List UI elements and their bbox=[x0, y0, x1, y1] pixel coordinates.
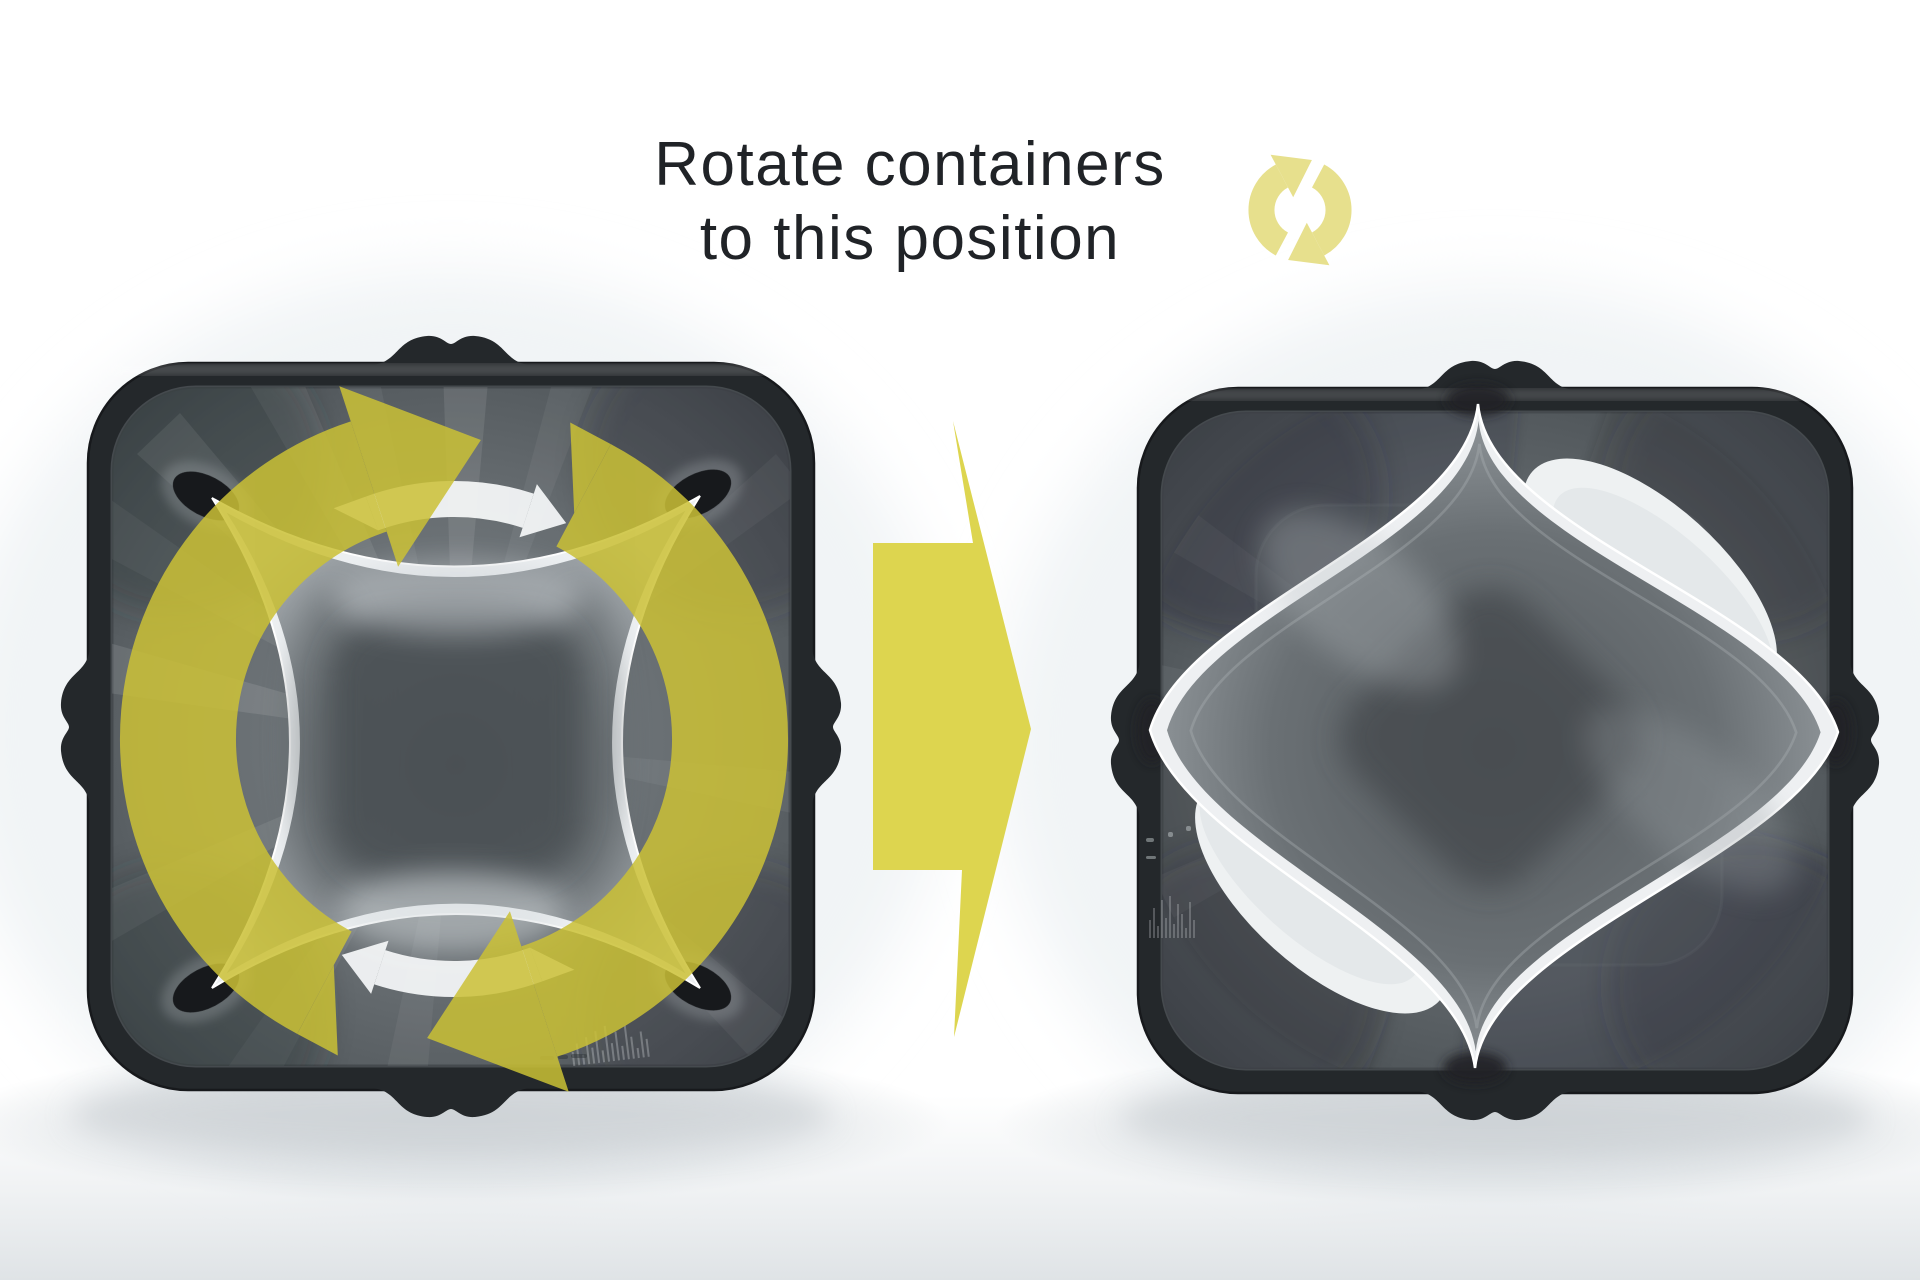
container-before bbox=[60, 335, 842, 1118]
page-title-line1: Rotate containers bbox=[654, 130, 1166, 199]
rotate-cycle-arc-right bbox=[1311, 164, 1352, 256]
rim-highlight bbox=[110, 366, 790, 373]
rotate-cycle-arc-left bbox=[1248, 164, 1289, 256]
left-contact-shadow bbox=[71, 1073, 831, 1157]
rotation-overlay-head-top bbox=[339, 386, 481, 567]
rotate-cycle-head-top bbox=[1270, 154, 1312, 198]
rotation-overlay-icon bbox=[119, 386, 789, 1092]
transform-arrow-icon bbox=[873, 421, 1031, 1037]
rotation-overlay-arc-right bbox=[520, 444, 789, 1057]
embossed-dots-right bbox=[1146, 826, 1191, 859]
right-contact-shadow bbox=[1120, 1076, 1870, 1160]
page-title: Rotate containers to this position bbox=[505, 128, 1315, 276]
insert-funnel-shading bbox=[288, 560, 624, 952]
rotate-cycle-head-bottom bbox=[1288, 222, 1330, 266]
rotate-cycle-icon bbox=[1248, 154, 1352, 266]
rotation-overlay-tail-top bbox=[570, 422, 611, 513]
rotation-overlay-arc-left bbox=[119, 421, 388, 1034]
rotation-overlay-head-bottom bbox=[427, 911, 569, 1092]
container-after bbox=[1110, 360, 1880, 1121]
rotation-overlay-tail-bottom bbox=[297, 965, 338, 1056]
embossed-marks-right bbox=[1149, 896, 1195, 938]
insert-funnel-shading bbox=[1189, 443, 1798, 1029]
page-title-line2: to this position bbox=[699, 204, 1121, 273]
